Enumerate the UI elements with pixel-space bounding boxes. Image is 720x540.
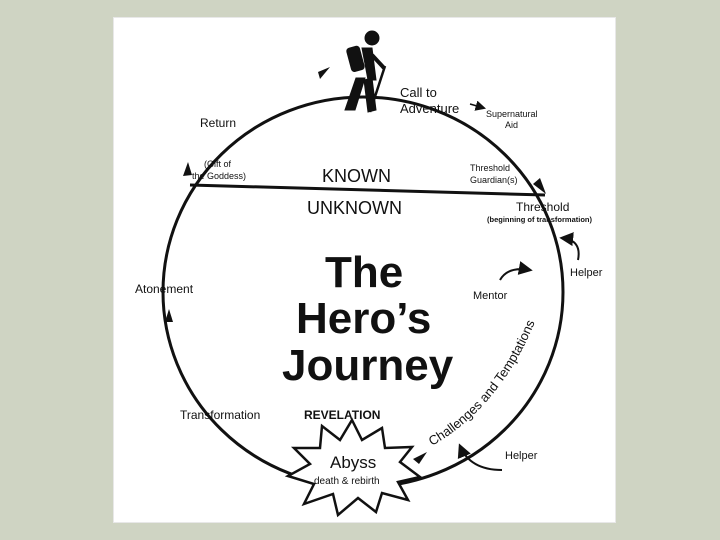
return-label: Return <box>200 116 236 130</box>
supernatural-aid-arrow <box>469 100 487 111</box>
atonement-label: Atonement <box>135 282 194 296</box>
supernatural-line-1: Supernatural <box>486 109 538 119</box>
starburst-icon <box>284 417 423 518</box>
guardians-line-1: Threshold <box>470 163 510 173</box>
circle-arrow-top <box>318 67 330 79</box>
hiker-icon <box>344 30 387 113</box>
title-line-1: The <box>325 248 403 297</box>
supernatural-line-2: Aid <box>505 120 518 130</box>
helper-top-arrow <box>559 232 580 261</box>
abyss-sub-label: death & rebirth <box>314 476 380 487</box>
revelation-label: REVELATION <box>304 408 380 422</box>
call-line-2: Adventure <box>400 101 459 116</box>
helper-bottom-label: Helper <box>505 450 538 462</box>
threshold-sub-label: (beginning of transformation) <box>487 215 592 224</box>
gift-line-1: (Gift of <box>204 159 232 169</box>
call-line-1: Call to <box>400 85 437 100</box>
gift-line-2: the Goddess) <box>192 171 246 181</box>
threshold-label: Threshold <box>516 200 569 214</box>
title-line-2: Hero’s <box>296 294 431 343</box>
abyss-label: Abyss <box>330 453 376 472</box>
helper-top-label: Helper <box>570 267 603 279</box>
threshold-line <box>189 183 546 197</box>
circle-arrow-left-upper <box>183 162 192 176</box>
title-line-3: Journey <box>282 341 454 390</box>
unknown-label: UNKNOWN <box>307 198 402 218</box>
circle-arrow-right <box>533 178 546 194</box>
known-label: KNOWN <box>322 166 391 186</box>
guardians-line-2: Guardian(s) <box>470 175 518 185</box>
helper-bottom-arrow <box>457 443 503 471</box>
mentor-label: Mentor <box>473 290 508 302</box>
circle-arrow-left-lower <box>165 309 173 322</box>
mentor-arrow <box>499 261 533 281</box>
transformation-label: Transformation <box>180 408 260 422</box>
circle-arrow-bottom <box>413 452 427 464</box>
